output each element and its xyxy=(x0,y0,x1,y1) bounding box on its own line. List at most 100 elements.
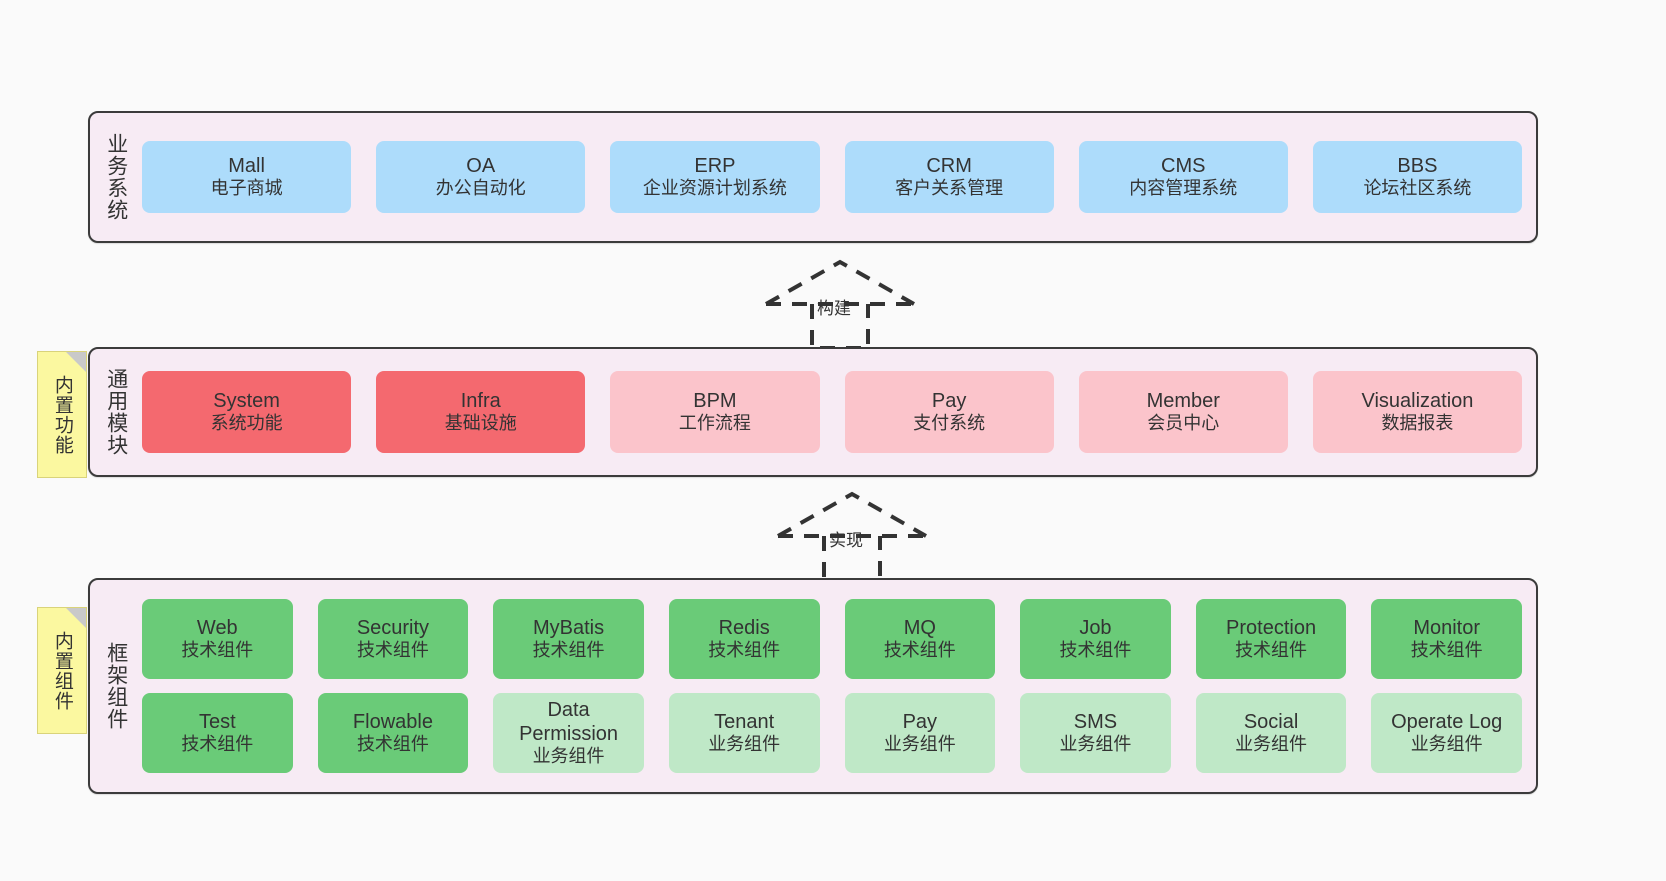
card-pay-component-en: Pay xyxy=(902,710,938,733)
card-cms-cn: 内容管理系统 xyxy=(1129,178,1238,199)
card-test-cn: 技术组件 xyxy=(181,734,254,755)
card-redis-cn: 技术组件 xyxy=(708,640,781,661)
card-system[interactable]: System 系统功能 xyxy=(142,371,352,453)
card-security-en: Security xyxy=(356,616,430,639)
card-data-permission[interactable]: Data Permission 业务组件 xyxy=(493,693,644,773)
card-web[interactable]: Web 技术组件 xyxy=(142,599,293,679)
common-card-row: System 系统功能 Infra 基础设施 BPM 工作流程 Pay 支付系统… xyxy=(142,371,1523,453)
card-mall[interactable]: Mall 电子商城 xyxy=(142,141,352,213)
card-data-permission-cn: 业务组件 xyxy=(532,746,605,767)
card-infra[interactable]: Infra 基础设施 xyxy=(376,371,586,453)
card-social-en: Social xyxy=(1243,710,1299,733)
card-erp[interactable]: ERP 企业资源计划系统 xyxy=(610,141,820,213)
arrow-build-label: 构建 xyxy=(817,299,851,318)
card-bpm-cn: 工作流程 xyxy=(678,413,751,434)
arrow-build-glyph xyxy=(765,259,915,350)
card-tenant[interactable]: Tenant 业务组件 xyxy=(668,693,820,773)
card-operate-log-en: Operate Log xyxy=(1391,710,1503,733)
card-sms-en: SMS xyxy=(1073,710,1118,733)
card-security-cn: 技术组件 xyxy=(356,640,429,661)
card-pay-component[interactable]: Pay 业务组件 xyxy=(844,693,996,773)
card-visualization-en: Visualization xyxy=(1361,389,1474,412)
card-web-en: Web xyxy=(196,616,238,639)
card-erp-en: ERP xyxy=(694,154,736,177)
card-crm-cn: 客户关系管理 xyxy=(895,178,1004,199)
card-job-cn: 技术组件 xyxy=(1059,640,1132,661)
card-mall-en: Mall xyxy=(228,154,265,177)
card-system-en: System xyxy=(213,389,280,412)
card-mall-cn: 电子商城 xyxy=(210,178,283,199)
note-built-in-functions: 内置功能 xyxy=(37,351,87,478)
card-monitor-en: Monitor xyxy=(1413,616,1481,639)
card-test[interactable]: Test 技术组件 xyxy=(142,693,293,773)
card-member-cn: 会员中心 xyxy=(1147,413,1220,434)
arrow-implement: 实现 xyxy=(772,490,932,582)
arrow-implement-glyph xyxy=(777,491,927,582)
card-pay-module-en: Pay xyxy=(931,389,967,412)
business-card-row: Mall 电子商城 OA 办公自动化 ERP 企业资源计划系统 CRM 客户关系… xyxy=(142,141,1523,213)
layer-common-modules: 通用模块 System 系统功能 Infra 基础设施 BPM 工作流程 Pay… xyxy=(88,347,1538,477)
layer-title-framework: 框架组件 xyxy=(104,642,128,730)
card-member[interactable]: Member 会员中心 xyxy=(1078,371,1288,453)
card-pay-component-cn: 业务组件 xyxy=(883,734,956,755)
card-bbs-en: BBS xyxy=(1397,154,1438,177)
card-web-cn: 技术组件 xyxy=(181,640,254,661)
layer-body-framework: Web 技术组件 Security 技术组件 MyBatis 技术组件 Redi… xyxy=(142,580,1536,792)
framework-card-row-2: Test 技术组件 Flowable 技术组件 Data Permission … xyxy=(142,693,1522,773)
card-visualization[interactable]: Visualization 数据报表 xyxy=(1312,371,1523,453)
card-social[interactable]: Social 业务组件 xyxy=(1195,693,1347,773)
card-pay-module[interactable]: Pay 支付系统 xyxy=(844,371,1054,453)
card-flowable-en: Flowable xyxy=(352,710,433,733)
card-flowable-cn: 技术组件 xyxy=(356,734,429,755)
card-protection-en: Protection xyxy=(1226,616,1317,639)
layer-title-common: 通用模块 xyxy=(104,368,128,456)
card-mq-en: MQ xyxy=(903,616,936,639)
arrow-build: 构建 xyxy=(760,258,920,350)
card-cms-en: CMS xyxy=(1161,154,1206,177)
card-mybatis[interactable]: MyBatis 技术组件 xyxy=(493,599,644,679)
card-mybatis-cn: 技术组件 xyxy=(532,640,605,661)
card-mq-cn: 技术组件 xyxy=(883,640,956,661)
card-social-cn: 业务组件 xyxy=(1235,734,1308,755)
layer-business-system: 业务系统 Mall 电子商城 OA 办公自动化 ERP 企业资源计划系统 CRM… xyxy=(88,111,1538,243)
card-bpm[interactable]: BPM 工作流程 xyxy=(610,371,820,453)
arrow-implement-label: 实现 xyxy=(829,531,863,550)
card-job[interactable]: Job 技术组件 xyxy=(1020,599,1171,679)
card-monitor-cn: 技术组件 xyxy=(1410,640,1483,661)
card-visualization-cn: 数据报表 xyxy=(1381,413,1454,434)
card-tenant-cn: 业务组件 xyxy=(708,734,781,755)
card-cms[interactable]: CMS 内容管理系统 xyxy=(1078,141,1288,213)
card-crm-en: CRM xyxy=(926,154,972,177)
card-erp-cn: 企业资源计划系统 xyxy=(642,178,787,199)
card-operate-log[interactable]: Operate Log 业务组件 xyxy=(1371,693,1522,773)
card-test-en: Test xyxy=(198,710,236,733)
layer-framework-components: 框架组件 Web 技术组件 Security 技术组件 MyBatis 技术组件… xyxy=(88,578,1538,794)
card-operate-log-cn: 业务组件 xyxy=(1410,734,1483,755)
card-redis[interactable]: Redis 技术组件 xyxy=(668,599,820,679)
card-tenant-en: Tenant xyxy=(714,710,775,733)
note-built-in-components: 内置组件 xyxy=(37,607,87,734)
card-bpm-en: BPM xyxy=(693,389,737,412)
card-flowable[interactable]: Flowable 技术组件 xyxy=(317,693,469,773)
layer-body-business: Mall 电子商城 OA 办公自动化 ERP 企业资源计划系统 CRM 客户关系… xyxy=(142,113,1536,241)
card-protection[interactable]: Protection 技术组件 xyxy=(1195,599,1347,679)
card-oa-cn: 办公自动化 xyxy=(435,178,526,199)
card-sms-cn: 业务组件 xyxy=(1059,734,1132,755)
card-mq[interactable]: MQ 技术组件 xyxy=(844,599,996,679)
card-bbs-cn: 论坛社区系统 xyxy=(1363,178,1472,199)
card-sms[interactable]: SMS 业务组件 xyxy=(1020,693,1171,773)
card-system-cn: 系统功能 xyxy=(210,413,283,434)
card-security[interactable]: Security 技术组件 xyxy=(317,599,469,679)
card-monitor[interactable]: Monitor 技术组件 xyxy=(1371,599,1522,679)
framework-card-row-1: Web 技术组件 Security 技术组件 MyBatis 技术组件 Redi… xyxy=(142,599,1522,679)
card-protection-cn: 技术组件 xyxy=(1235,640,1308,661)
card-redis-en: Redis xyxy=(718,616,770,639)
card-pay-module-cn: 支付系统 xyxy=(913,413,986,434)
card-data-permission-en: Data Permission xyxy=(519,698,619,746)
card-oa[interactable]: OA 办公自动化 xyxy=(376,141,586,213)
card-bbs[interactable]: BBS 论坛社区系统 xyxy=(1312,141,1523,213)
card-member-en: Member xyxy=(1146,389,1220,412)
layer-body-common: System 系统功能 Infra 基础设施 BPM 工作流程 Pay 支付系统… xyxy=(142,349,1536,475)
card-crm[interactable]: CRM 客户关系管理 xyxy=(844,141,1054,213)
